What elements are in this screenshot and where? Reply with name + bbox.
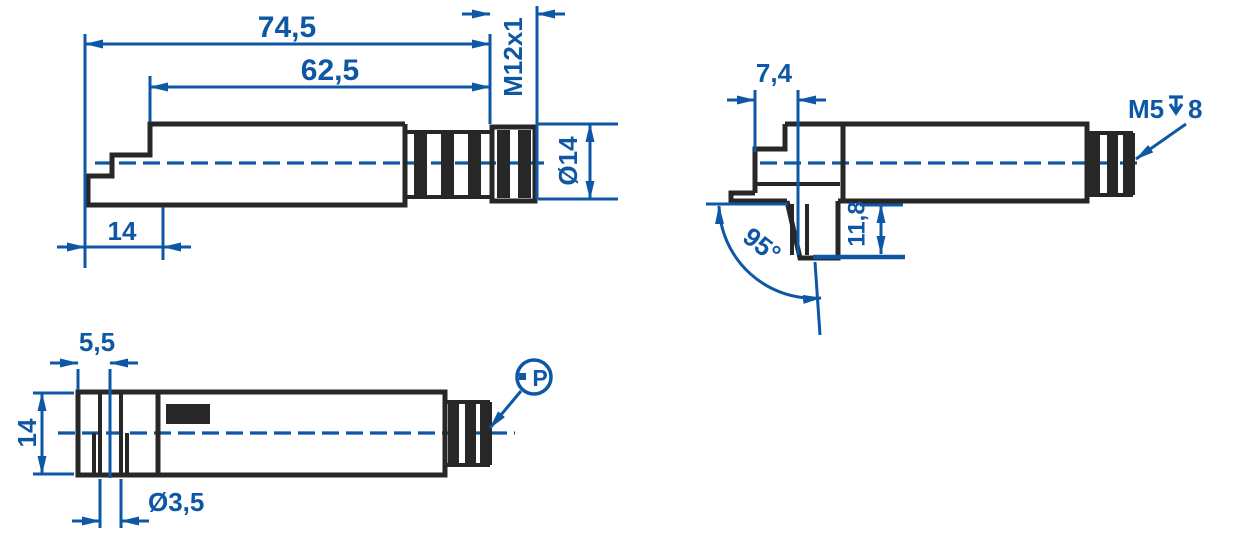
overall-length-label: 74,5 [258,11,316,44]
face-to-hole-label: 7,4 [756,58,793,88]
head-length-label: 14 [108,216,137,246]
connector-thread-label: M12x1 [498,17,528,97]
bottom-view-width-dim: 14 [12,391,74,476]
side-view-outline [85,121,538,208]
top-view-hole-offset-dim: 7,4 [727,58,826,255]
connector-diameter-label: Ø14 [553,136,583,186]
side-view-connector-diameter-dim: Ø14 [538,122,618,201]
detail-callout-circle-icon [515,358,553,396]
detail-marker-label: P [532,365,547,391]
depth-symbol-icon [1168,95,1184,116]
side-view-overall-length-dim: 74,5 [83,11,492,268]
hole-diameter-label: Ø3,5 [148,487,204,517]
mounting-thread-depth-label: 8 [1188,94,1202,124]
mounting-thread-label: M5 [1128,94,1164,124]
top-view: 7,4 M5 8 11,8 95° [706,58,1202,336]
bottom-view: 5,5 14 Ø3,5 P [12,327,553,528]
nose-angle-label: 95° [737,221,786,269]
top-view-outline [728,121,1135,261]
foot-height-label: 11,8 [844,201,871,246]
body-length-label: 62,5 [301,54,359,87]
top-view-foot-height-dim: 11,8 [813,201,905,260]
bottom-view-hole-diameter-dim: Ø3,5 [72,479,204,528]
top-view-mounting-thread-callout: M5 8 [1128,94,1202,161]
bottom-face-to-hole-label: 5,5 [79,327,115,357]
side-view-thread-dim: M12x1 [462,6,565,199]
side-view-body-length-dim: 62,5 [148,54,491,122]
side-view: 74,5 62,5 M12x1 14 Ø14 [57,6,618,268]
bottom-view-outline [75,389,492,478]
detail-callout-square-icon [519,373,526,380]
body-width-label: 14 [12,418,42,447]
top-view-nose-angle-dim: 95° [706,202,822,336]
bottom-view-hole-offset-dim: 5,5 [50,327,138,478]
bottom-view-detail-callout: P [488,358,553,429]
side-view-head-length-dim: 14 [57,207,191,260]
